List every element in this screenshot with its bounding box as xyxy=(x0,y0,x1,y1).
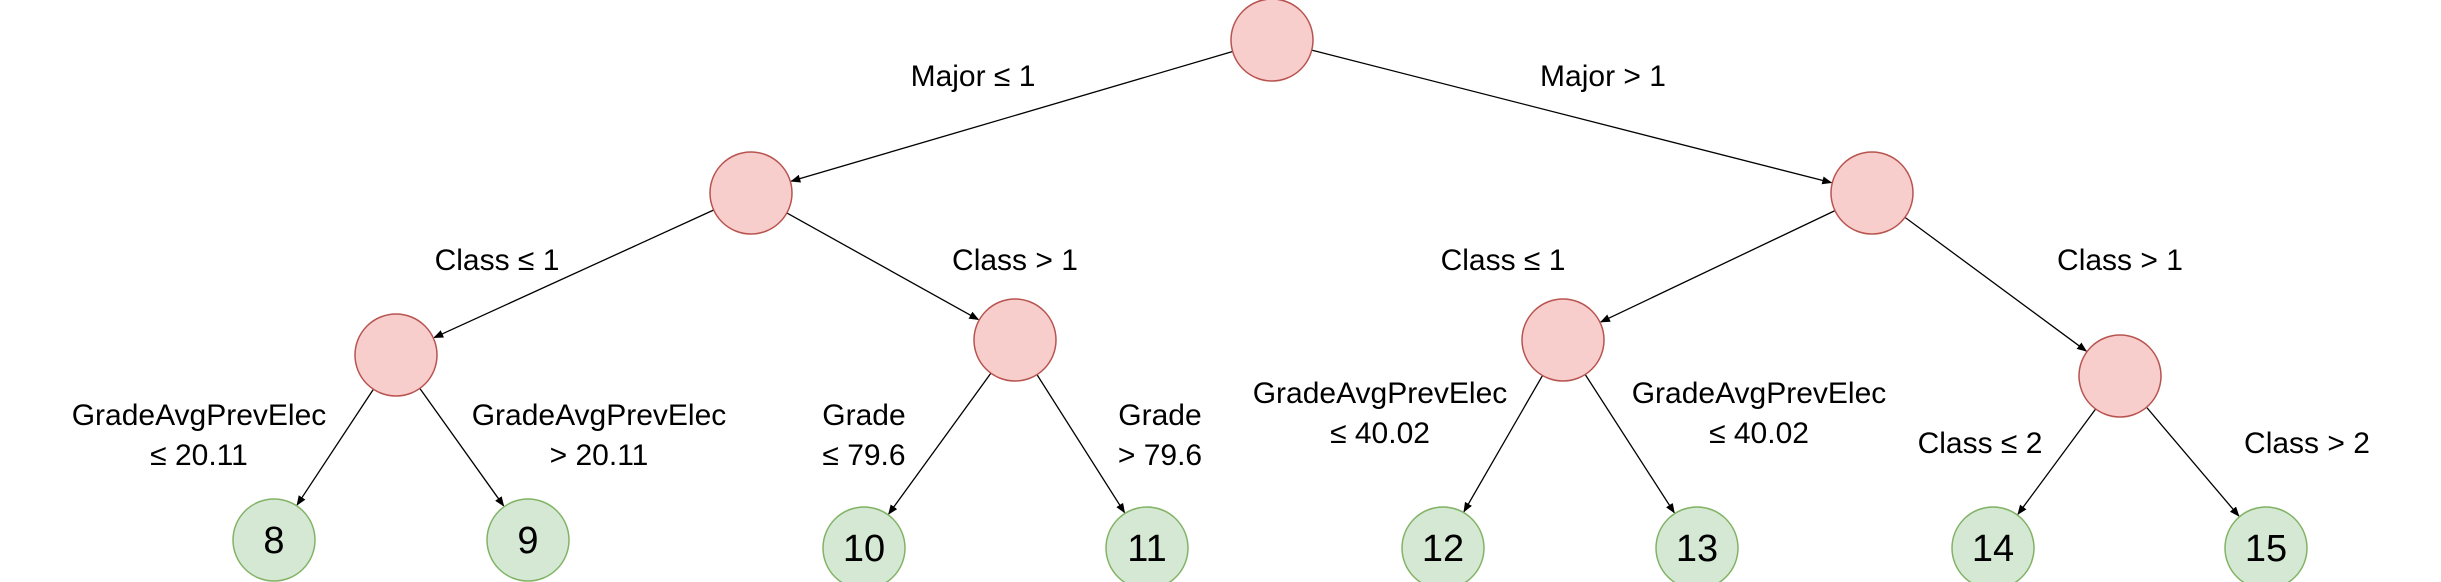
edge-label-line: > 20.11 xyxy=(550,439,649,472)
leaf-node-15: 15 xyxy=(2224,506,2308,582)
split-circle xyxy=(354,313,438,397)
leaf-node-12: 12 xyxy=(1401,506,1485,582)
edge-label-line: Class ≤ 2 xyxy=(1918,427,2043,460)
edge-label-n2b-l15: Class > 2 xyxy=(2244,427,2370,460)
leaf-node-9: 9 xyxy=(486,498,570,582)
edge-n1a-l9 xyxy=(419,387,505,507)
edge-label-line: GradeAvgPrevElec xyxy=(72,399,327,432)
edge-n1-n1a xyxy=(433,209,714,339)
split-circle xyxy=(1230,0,1314,82)
edge-n2-n2a xyxy=(1600,210,1836,323)
leaf-label: 15 xyxy=(2245,528,2287,570)
leaf-circle xyxy=(486,498,570,582)
leaf-label: 12 xyxy=(1422,528,1464,570)
edge-n1-n1b xyxy=(786,212,980,321)
leaf-label: 9 xyxy=(517,520,538,562)
edge-label-n1-n1a: Class ≤ 1 xyxy=(435,244,560,277)
edge-n1b-l10 xyxy=(888,372,992,515)
leaf-label: 10 xyxy=(843,528,885,570)
edge-label-line: Major > 1 xyxy=(1540,60,1666,93)
edge-label-line: > 79.6 xyxy=(1118,439,1202,472)
edge-label-line: GradeAvgPrevElec xyxy=(472,399,727,432)
nodes-layer: 8 9 10 11 12 13 14 15 xyxy=(232,0,2308,582)
edge-label-n1b-l10: Grade ≤ 79.6 xyxy=(822,399,905,472)
edge-n2b-l14 xyxy=(2017,408,2097,516)
edge-n2a-l12 xyxy=(1463,375,1544,513)
edge-label-n1a-l9: GradeAvgPrevElec > 20.11 xyxy=(472,399,727,472)
edge-label-line: ≤ 20.11 xyxy=(150,439,248,472)
edge-label-line: GradeAvgPrevElec xyxy=(1632,377,1887,410)
edge-label-line: Class > 1 xyxy=(952,244,1078,277)
split-circle xyxy=(1521,298,1605,382)
leaf-circle xyxy=(1951,506,2035,582)
edge-n1a-l8 xyxy=(296,388,374,506)
split-node-n2b xyxy=(2078,334,2162,418)
split-circle xyxy=(973,298,1057,382)
edge-label-line: Class > 1 xyxy=(2057,244,2183,277)
edge-label-n2-n2b: Class > 1 xyxy=(2057,244,2183,277)
leaf-label: 11 xyxy=(1127,528,1166,570)
split-node-n1a xyxy=(354,313,438,397)
edge-label-n2a-l13: GradeAvgPrevElec ≤ 40.02 xyxy=(1632,377,1887,450)
split-node-n1b xyxy=(973,298,1057,382)
leaf-circle xyxy=(1401,506,1485,582)
edge-label-line: Class > 2 xyxy=(2244,427,2370,460)
edge-label-n2a-l12: GradeAvgPrevElec ≤ 40.02 xyxy=(1253,377,1508,450)
edge-label-line: Major ≤ 1 xyxy=(911,60,1036,93)
edge-n1b-l11 xyxy=(1036,374,1126,514)
edge-label-n1b-l11: Grade > 79.6 xyxy=(1118,399,1202,472)
edge-n2a-l13 xyxy=(1584,374,1675,514)
leaf-label: 13 xyxy=(1676,528,1718,570)
leaf-circle xyxy=(2224,506,2308,582)
leaf-circle xyxy=(232,498,316,582)
split-node-root xyxy=(1230,0,1314,82)
leaf-circle xyxy=(822,506,906,582)
edge-label-line: Class ≤ 1 xyxy=(435,244,560,277)
edge-label-line: Grade xyxy=(1118,399,1201,432)
edge-label-line: GradeAvgPrevElec xyxy=(1253,377,1508,410)
edge-label-root-n2: Major > 1 xyxy=(1540,60,1666,93)
edge-label-n2-n2a: Class ≤ 1 xyxy=(1441,244,1566,277)
split-node-n2a xyxy=(1521,298,1605,382)
edge-label-root-n1: Major ≤ 1 xyxy=(911,60,1036,93)
edges-layer xyxy=(296,49,2240,517)
split-node-n1 xyxy=(709,151,793,235)
split-circle xyxy=(1830,151,1914,235)
edge-label-n1a-l8: GradeAvgPrevElec ≤ 20.11 xyxy=(72,399,327,472)
leaf-node-10: 10 xyxy=(822,506,906,582)
edge-label-line: ≤ 79.6 xyxy=(822,439,905,472)
edge-root-n2 xyxy=(1311,49,1833,185)
leaf-circle xyxy=(1105,506,1189,582)
edge-n2b-l15 xyxy=(2146,406,2240,517)
edge-root-n1 xyxy=(790,50,1233,183)
edge-label-line: Class ≤ 1 xyxy=(1441,244,1566,277)
edge-label-n1-n1b: Class > 1 xyxy=(952,244,1078,277)
leaf-label: 8 xyxy=(263,520,284,562)
edge-label-line: ≤ 40.02 xyxy=(1330,417,1430,450)
edge-labels-layer: Major ≤ 1 Major > 1 Class ≤ 1 Class > 1 Clas… xyxy=(72,60,2370,472)
leaf-node-11: 11 xyxy=(1105,506,1189,582)
leaf-node-13: 13 xyxy=(1655,506,1739,582)
leaf-node-8: 8 xyxy=(232,498,316,582)
split-node-n2 xyxy=(1830,151,1914,235)
edge-n2-n2b xyxy=(1904,216,2088,352)
leaf-node-14: 14 xyxy=(1951,506,2035,582)
edge-label-n2b-l14: Class ≤ 2 xyxy=(1918,427,2043,460)
split-circle xyxy=(2078,334,2162,418)
split-circle xyxy=(709,151,793,235)
leaf-circle xyxy=(1655,506,1739,582)
leaf-label: 14 xyxy=(1972,528,2014,570)
edge-label-line: Grade xyxy=(822,399,905,432)
edge-label-line: ≤ 40.02 xyxy=(1709,417,1809,450)
